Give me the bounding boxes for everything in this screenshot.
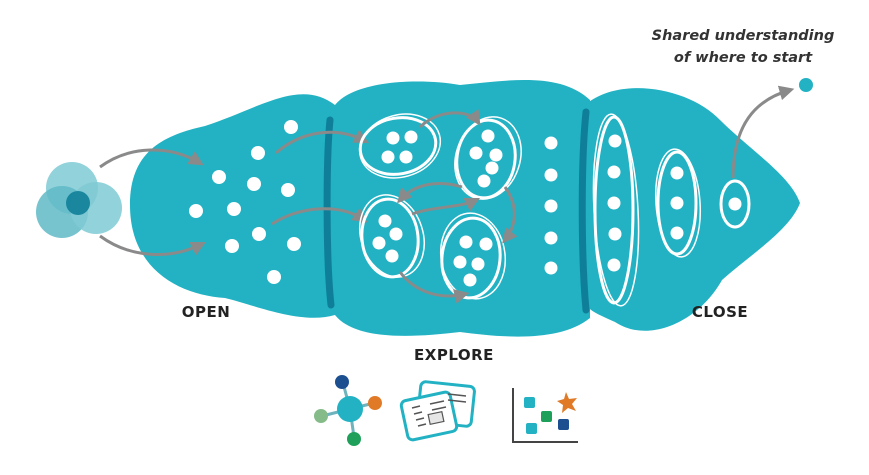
documents-icon [399,380,476,442]
arrow [99,148,204,169]
arrow [99,234,207,256]
explore-arrows [397,109,518,304]
explore-close-divider [578,108,590,314]
network-icon [314,375,382,446]
starting-perspectives-cluster [36,162,122,238]
close-group-large-sketch [592,113,640,307]
cluster-outline-sketch [358,113,442,179]
arrow [502,186,518,244]
cluster-outline [358,116,438,176]
cluster-top-left [358,113,442,179]
explore-dot-column [544,136,558,275]
idea-dot [252,227,266,241]
close-groups [592,113,751,307]
open-label: OPEN [182,303,231,321]
outcome-note-line2: of where to start [674,50,813,66]
idea-dot [284,120,298,134]
idea-dot [287,237,301,251]
close-group-medium [656,150,698,256]
cluster-outline-sketch [454,116,522,200]
outcome-dot [799,78,813,92]
idea-dot [267,270,281,284]
idea-dot [225,239,239,253]
cluster-bottom-right [440,212,506,300]
open-explore-divider [323,116,335,309]
close-group-large [593,115,635,305]
open-ideas [189,120,301,284]
close-phase-shape [585,88,800,331]
cluster-top-right [454,116,522,200]
arrow [411,197,481,216]
idea-dot [189,204,203,218]
explore-phase-shape [335,79,590,337]
cluster-outline [455,118,517,200]
idea-dot [251,146,265,160]
idea-dot [281,183,295,197]
arrow [271,207,368,226]
cluster-outline-sketch [440,212,506,300]
outcome-note-line1: Shared understanding [652,28,835,44]
close-group-final [719,179,751,229]
perspective-overlap [66,191,90,215]
explore-label: EXPLORE [414,346,494,364]
open-arrows [99,129,369,256]
affinity-map-icon [512,388,578,443]
explore-clusters [358,113,558,300]
arrow [397,181,463,204]
idea-dot [227,202,241,216]
final-idea-dot [728,197,742,211]
close-group-medium-sketch [654,148,702,258]
arrow [418,109,481,129]
close-label: CLOSE [692,303,748,321]
arrow [398,271,470,304]
outcome-arrow [731,85,795,179]
arrow [275,129,369,155]
idea-dot [212,170,226,184]
idea-dot [247,177,261,191]
